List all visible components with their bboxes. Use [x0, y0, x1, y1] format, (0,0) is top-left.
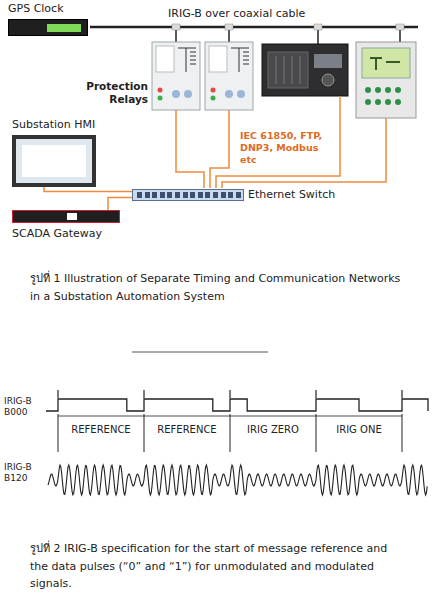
- node-label: GPS Clock: [8, 2, 64, 15]
- ethernet-wires: [176, 96, 386, 188]
- ethernet-switch-body: [132, 189, 244, 201]
- ethernet-link: [108, 198, 132, 211]
- scada-gateway: SCADA Gateway: [12, 210, 120, 240]
- ethernet-switch: Ethernet Switch: [132, 188, 335, 201]
- time-marker: [143, 390, 144, 398]
- protocol-label: IEC 61850, FTP, DNP3, Modbus etc: [240, 130, 336, 166]
- switch-port: [137, 192, 142, 198]
- switch-port: [175, 192, 180, 198]
- switch-port: [221, 192, 226, 198]
- slot-bracket: [230, 416, 316, 417]
- gps-clock: GPS Clock: [8, 2, 88, 36]
- slot-bracket: [144, 416, 230, 417]
- modulated-signal: [48, 465, 427, 495]
- slot-bracket: [58, 416, 144, 417]
- switch-port: [160, 192, 165, 198]
- switch-port: [167, 192, 172, 198]
- hmi-monitor-body: [12, 135, 96, 187]
- slot-divider: [402, 414, 403, 452]
- time-marker: [57, 390, 58, 398]
- irig-waveform: [46, 390, 428, 495]
- node-label: Ethernet Switch: [248, 188, 335, 201]
- scada-gateway-body: [12, 210, 120, 223]
- time-marker: [315, 390, 316, 398]
- figure-caption: รูปที่ 1 Illustration of Separate Timing…: [30, 270, 408, 305]
- ethernet-link: [44, 187, 132, 192]
- panel-detail: [47, 24, 81, 32]
- slot-divider: [58, 414, 59, 452]
- pulse-label: REFERENCE: [144, 424, 230, 437]
- pulse-label: REFERENCE: [58, 424, 144, 437]
- ied-device: [356, 42, 416, 118]
- node-label: SCADA Gateway: [12, 227, 102, 240]
- switch-port: [198, 192, 203, 198]
- coax-taps: [176, 27, 400, 44]
- time-marker: [229, 390, 230, 398]
- coax-cable: [90, 26, 418, 29]
- protection-relay: [152, 42, 200, 110]
- gps-clock-body: [8, 19, 88, 36]
- slot-divider: [144, 414, 145, 452]
- separator-rule: [132, 352, 268, 353]
- slot-divider: [230, 414, 231, 452]
- pulse-label: IRIG ZERO: [230, 424, 316, 437]
- panel-detail: [22, 145, 86, 177]
- signal-name: IRIG-B B000: [4, 396, 48, 419]
- switch-port: [228, 192, 233, 198]
- protection-relay: [205, 42, 253, 110]
- switch-port: [236, 192, 241, 198]
- switch-port: [190, 192, 195, 198]
- hmi-monitor: Substation HMI: [12, 118, 96, 187]
- panel-detail: [67, 213, 77, 220]
- switch-port: [213, 192, 218, 198]
- time-marker: [401, 390, 402, 398]
- cable-label: IRIG-B over coaxial cable: [168, 7, 368, 21]
- switch-port: [152, 192, 157, 198]
- pulse-label: IRIG ONE: [316, 424, 402, 437]
- unmodulated-signal: [46, 399, 428, 411]
- slot-divider: [316, 414, 317, 452]
- switch-port: [205, 192, 210, 198]
- figure-caption: รูปที่ 2 IRIG-B specification for the st…: [30, 540, 408, 593]
- switch-port: [145, 192, 150, 198]
- bay-controller: [262, 44, 348, 96]
- node-label: Substation HMI: [12, 118, 95, 131]
- slot-bracket: [316, 416, 402, 417]
- device-label: Protection Relays: [86, 80, 148, 106]
- signal-name: IRIG-B B120: [4, 462, 48, 485]
- switch-port: [183, 192, 188, 198]
- coax-connectors: [172, 24, 404, 30]
